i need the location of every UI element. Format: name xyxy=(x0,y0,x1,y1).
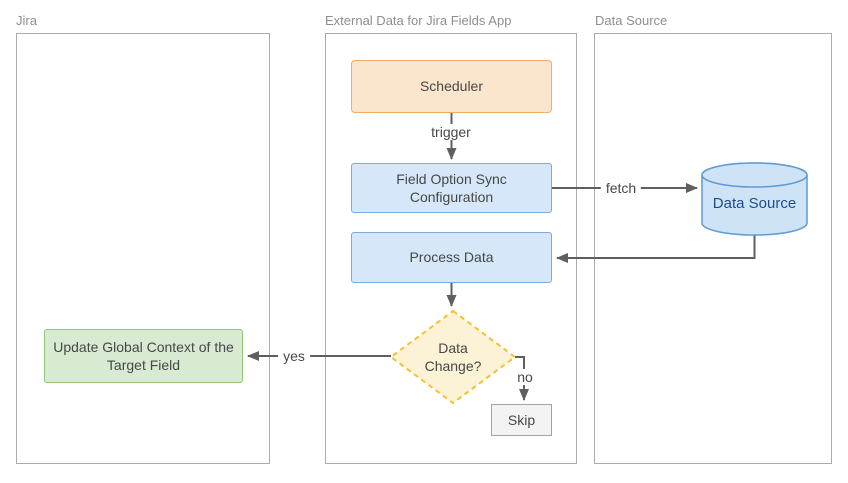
node-data-source-db-label: Data Source xyxy=(712,195,797,212)
lane-jira xyxy=(16,33,270,464)
node-field-option-sync-configuration: Field Option Sync Configuration xyxy=(351,163,552,213)
decision-diamond-shape xyxy=(389,309,517,405)
edge-label-no: no xyxy=(512,369,538,385)
lane-title-data-source: Data Source xyxy=(595,13,668,28)
node-update-global-context: Update Global Context of the Target Fiel… xyxy=(44,329,243,383)
lane-data-source xyxy=(594,33,832,464)
lane-title-jira: Jira xyxy=(16,13,37,28)
database-cylinder-top xyxy=(701,162,808,188)
node-skip: Skip xyxy=(491,404,552,436)
node-process-data: Process Data xyxy=(351,232,552,283)
edge-label-yes: yes xyxy=(278,348,310,364)
edge-datasource-to-process xyxy=(556,235,756,263)
edge-label-fetch: fetch xyxy=(600,180,642,196)
node-data-change-label: Data Change? xyxy=(424,339,482,374)
edge-no xyxy=(515,356,529,401)
lane-title-external-data-app: External Data for Jira Fields App xyxy=(325,13,512,28)
node-scheduler: Scheduler xyxy=(351,60,552,113)
edge-label-trigger: trigger xyxy=(426,124,476,140)
